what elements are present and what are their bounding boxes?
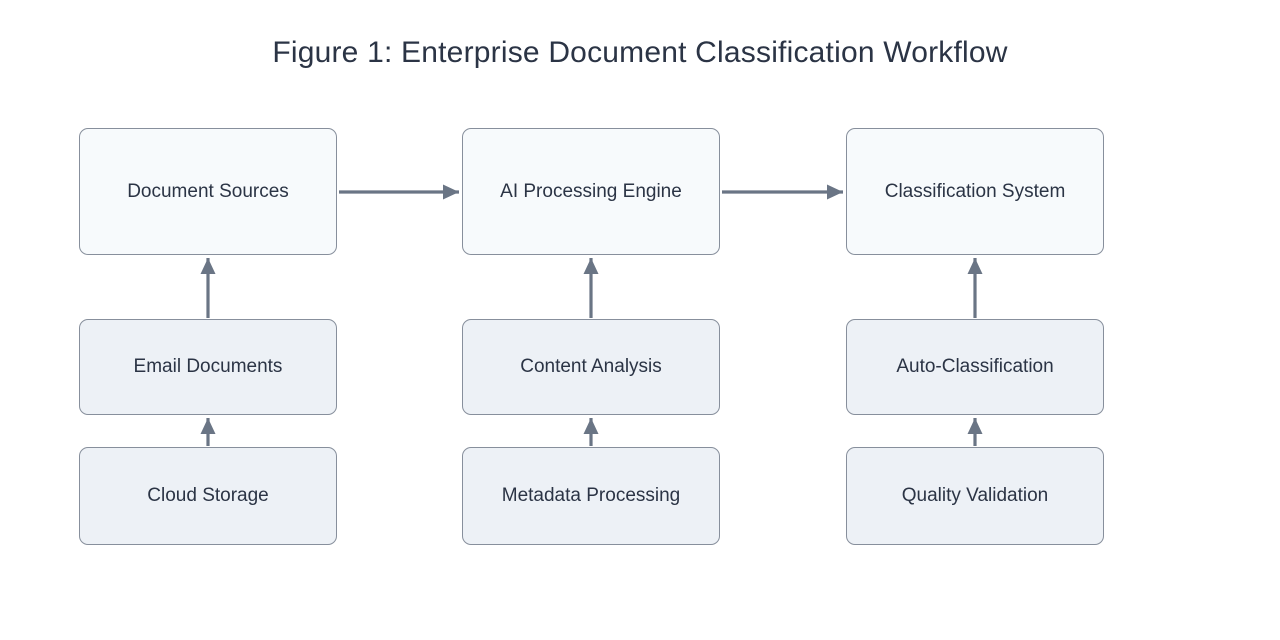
node-label: Classification System <box>884 180 1066 202</box>
node-metadata-processing: Metadata Processing <box>462 447 720 545</box>
node-label: Email Documents <box>133 356 283 377</box>
node-label: Document Sources <box>127 180 289 202</box>
node-classification-system: Classification System <box>846 128 1104 255</box>
node-document-sources: Document Sources <box>79 128 337 255</box>
diagram-title: Figure 1: Enterprise Document Classifica… <box>272 36 1008 69</box>
node-ai-processing-engine: AI Processing Engine <box>462 128 720 255</box>
node-label: Quality Validation <box>901 485 1049 506</box>
node-label: Metadata Processing <box>501 485 681 506</box>
node-content-analysis: Content Analysis <box>462 319 720 415</box>
node-cloud-storage: Cloud Storage <box>79 447 337 545</box>
node-email-documents: Email Documents <box>79 319 337 415</box>
node-label: Content Analysis <box>520 356 662 377</box>
node-label: AI Processing Engine <box>500 180 682 202</box>
node-quality-validation: Quality Validation <box>846 447 1104 545</box>
node-auto-classification: Auto-Classification <box>846 319 1104 415</box>
node-label: Cloud Storage <box>147 485 269 506</box>
node-label: Auto-Classification <box>896 356 1054 377</box>
